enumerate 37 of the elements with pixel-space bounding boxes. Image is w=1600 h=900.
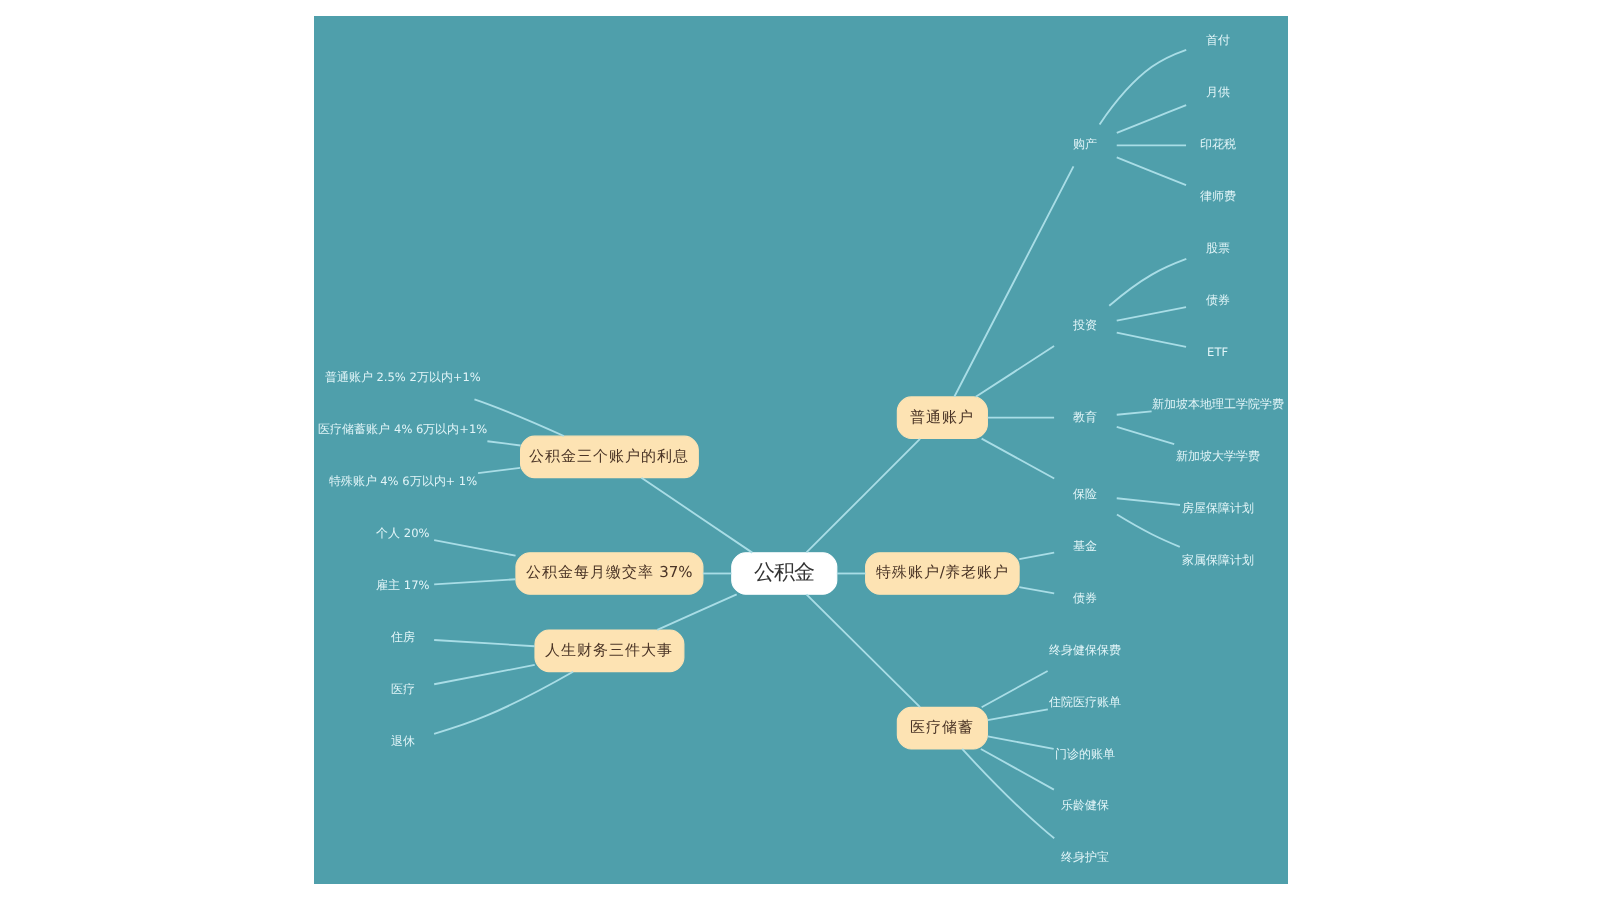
connector [655, 593, 737, 631]
connector [1107, 258, 1187, 307]
connector [1097, 48, 1187, 126]
connector [1114, 144, 1186, 147]
connector [432, 664, 535, 686]
connector [960, 748, 1055, 840]
connector [804, 593, 920, 709]
connector [476, 466, 521, 475]
connector [1017, 551, 1055, 561]
connector [1115, 513, 1180, 548]
connector [985, 416, 1055, 419]
connector [1017, 586, 1055, 595]
connector [432, 578, 516, 586]
connector [979, 670, 1048, 709]
connector [985, 708, 1048, 722]
connector [1114, 410, 1152, 416]
connector [834, 572, 866, 575]
connector [432, 639, 535, 648]
connector [701, 572, 732, 575]
connector [952, 165, 1074, 398]
connector [1114, 497, 1180, 506]
connector [432, 539, 516, 557]
connector [472, 398, 564, 437]
node-box: 公积金 [730, 552, 837, 595]
connector [485, 440, 521, 447]
connector [973, 345, 1054, 398]
connector [1114, 306, 1186, 322]
connector [985, 735, 1054, 750]
connector [804, 437, 920, 554]
connector [432, 670, 573, 735]
connector [978, 748, 1054, 791]
connector [979, 437, 1055, 480]
connector [1114, 156, 1186, 187]
connector [1114, 104, 1187, 134]
connector [1114, 425, 1175, 446]
connector [1114, 331, 1186, 348]
connector [639, 476, 753, 554]
